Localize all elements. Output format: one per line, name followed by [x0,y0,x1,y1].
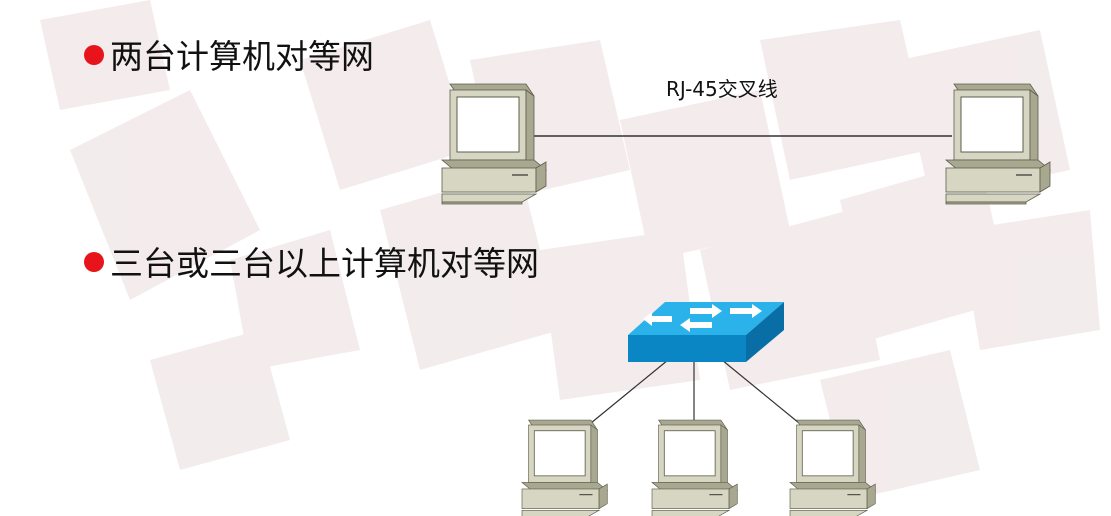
bullet-item-two-computers: 两台计算机对等网 [84,30,374,78]
computer-icon [945,83,1051,205]
bullet-text: 三台或三台以上计算机对等网 [110,244,539,283]
bullet-text: 两台计算机对等网 [110,37,374,76]
network-link [579,359,669,433]
cable-label: RJ-45交叉线 [666,77,778,101]
computer-icon [441,83,547,205]
computer-icon [789,419,876,516]
network-link [721,359,811,433]
bullet-item-three-or-more-computers: 三台或三台以上计算机对等网 [84,237,539,285]
bullet-dot-icon [84,252,104,272]
network-switch-icon [628,302,784,362]
bullet-dot-icon [84,45,104,65]
computer-icon [651,419,738,516]
computer-icon [521,419,608,516]
